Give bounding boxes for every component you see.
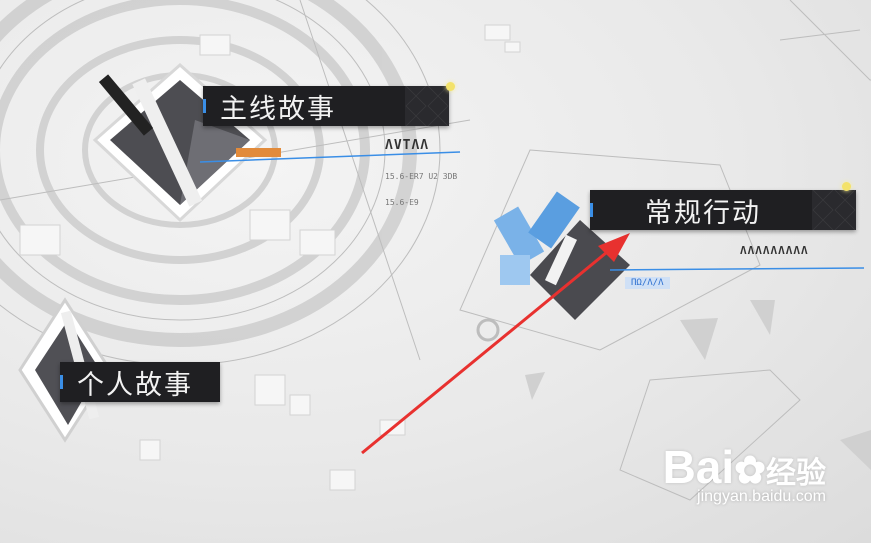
baidu-watermark: Bai✿经验 jingyan.baidu.com bbox=[663, 440, 826, 506]
accent-bar bbox=[590, 203, 593, 217]
glyph-row-main: ΛVTΛΛ bbox=[385, 138, 430, 153]
triangle-pattern-icon bbox=[812, 190, 856, 230]
baidu-url: jingyan.baidu.com bbox=[697, 488, 826, 505]
code-text-1: 15.6-ER7 U2 3DB bbox=[385, 172, 458, 181]
code-text-2: 15.6-E9 bbox=[385, 198, 419, 207]
baidu-jingyan-text: 经验 bbox=[766, 457, 826, 490]
regular-action-label: 常规行动 bbox=[645, 197, 761, 229]
triangle-pattern-icon bbox=[405, 86, 449, 126]
glyph-row-regular: ΛΛΛΛΛΛΛΛΛ bbox=[740, 244, 809, 257]
red-arrow-annotation-icon bbox=[361, 233, 630, 455]
accent-bar bbox=[203, 99, 206, 113]
accent-bar bbox=[60, 375, 63, 389]
main-story-label: 主线故事 bbox=[220, 93, 336, 125]
personal-story-button[interactable]: 个人故事 bbox=[60, 362, 220, 402]
baidu-logo: Bai✿经验 bbox=[663, 440, 826, 494]
node-indicator-dot bbox=[446, 82, 455, 91]
node-indicator-dot bbox=[842, 182, 851, 191]
main-story-button[interactable]: 主线故事 bbox=[203, 86, 449, 126]
personal-story-label: 个人故事 bbox=[77, 369, 193, 401]
baidu-paw-icon: ✿ bbox=[734, 450, 766, 492]
baidu-logo-text: Bai bbox=[662, 441, 735, 493]
blue-tag: ΠΩ/Λ/Λ bbox=[625, 277, 670, 289]
regular-action-button[interactable]: 常规行动 bbox=[590, 190, 856, 230]
